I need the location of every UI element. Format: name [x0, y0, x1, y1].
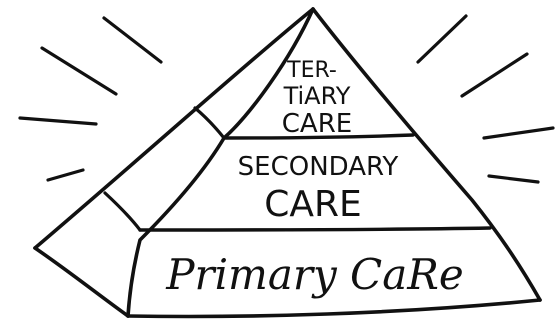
- ray-right-1: [416, 14, 468, 64]
- radiating-lines-right: [416, 14, 555, 184]
- tier-primary: Primary CaRe: [165, 250, 463, 299]
- pyramid-front-left-edge: [126, 7, 315, 318]
- ray-left-1: [102, 16, 163, 64]
- tertiary-line-1: TER-: [286, 58, 337, 83]
- tertiary-line-3: CARE: [282, 109, 352, 139]
- pyramid-outline: [33, 7, 542, 319]
- tertiary-line-2: TiARY: [283, 82, 351, 110]
- radiating-lines-left: [18, 16, 163, 182]
- pyramid-left-base: [33, 246, 130, 318]
- tier-dividers: [103, 106, 492, 232]
- ray-right-2: [460, 52, 529, 98]
- divider-middle: [138, 226, 492, 232]
- pyramid-front-right-edge: [311, 7, 542, 302]
- tier-secondary: SECONDARY CARE: [238, 152, 399, 225]
- ray-right-3: [482, 126, 555, 140]
- ray-left-2: [40, 46, 118, 96]
- side-divider-middle: [103, 191, 142, 232]
- pyramid-back-left-edge: [33, 7, 315, 250]
- pyramid-base: [126, 298, 542, 319]
- primary-label: Primary CaRe: [165, 250, 463, 299]
- secondary-line-2: CARE: [264, 184, 362, 225]
- divider-top: [222, 133, 415, 140]
- ray-left-3: [18, 116, 98, 126]
- side-divider-top: [193, 106, 226, 140]
- ray-right-4: [487, 174, 540, 184]
- ray-left-4: [46, 168, 85, 182]
- tier-tertiary: TER- TiARY CARE: [282, 58, 352, 139]
- secondary-line-1: SECONDARY: [238, 152, 399, 182]
